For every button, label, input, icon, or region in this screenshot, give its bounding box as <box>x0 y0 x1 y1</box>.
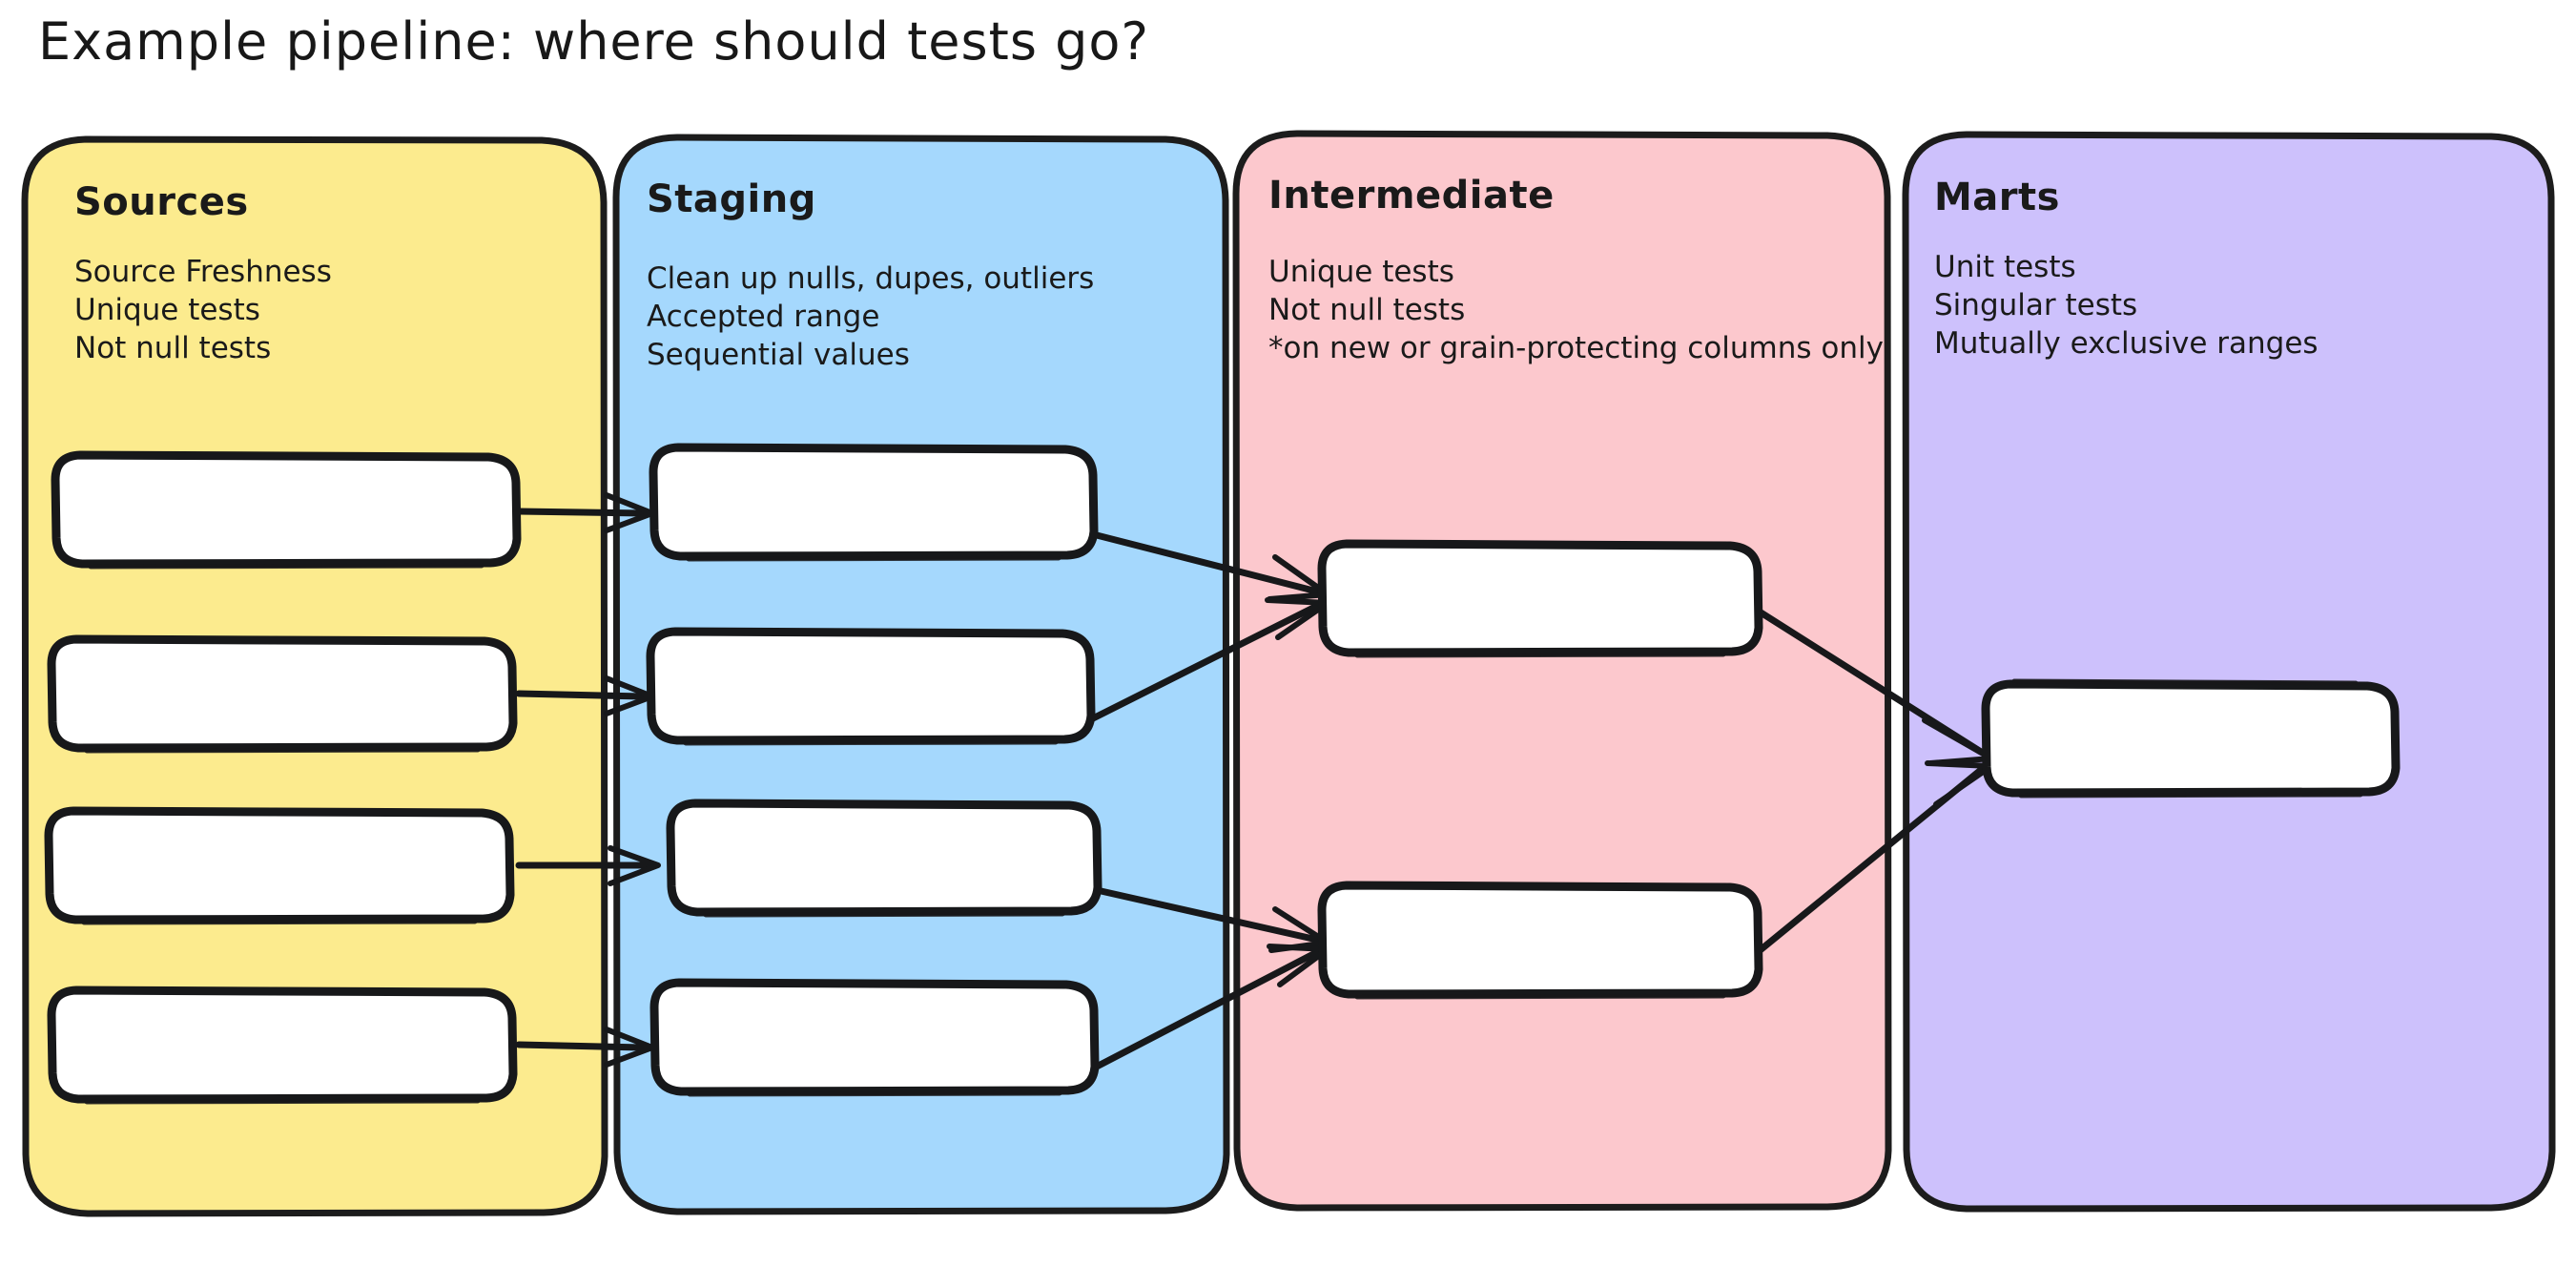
panel-line-staging-2: Sequential values <box>647 338 910 372</box>
panel-line-intermediate-2: *on new or grain-protecting columns only <box>1268 331 1884 365</box>
edge-staging3-intermediate2 <box>1093 886 1321 944</box>
staging-node-4-shadow <box>687 1090 1062 1097</box>
panel-line-intermediate-1: Not null tests <box>1268 293 1465 327</box>
intermediate-node-2-shadow <box>1354 993 1726 1000</box>
panel-marts <box>1902 131 2556 1213</box>
node-group-marts <box>1981 678 2401 799</box>
panel-line-sources-0: Source Freshness <box>74 255 332 289</box>
panel-line-sources-2: Not null tests <box>74 331 271 365</box>
edge-staging4-intermediate2 <box>1089 948 1321 1072</box>
staging-node-2[interactable] <box>646 627 1096 745</box>
node-group-sources <box>44 450 522 1105</box>
marts-node-1[interactable] <box>1981 679 2401 798</box>
intermediate-node-2[interactable] <box>1317 881 1763 999</box>
panel-line-staging-1: Accepted range <box>647 300 879 334</box>
intermediate-node-1-shadow <box>1354 652 1726 658</box>
edge-staging1-intermediate1 <box>1089 530 1321 595</box>
panel-title-staging: Staging <box>647 177 816 221</box>
staging-node-3[interactable] <box>666 799 1103 917</box>
edge-arrowhead <box>608 845 661 886</box>
sources-node-3-shadow <box>81 919 478 925</box>
panel-line-marts-1: Singular tests <box>1934 288 2137 322</box>
node-group-staging <box>646 443 1103 1097</box>
sources-node-4[interactable] <box>47 986 518 1104</box>
staging-node-3-shadow <box>703 911 1065 918</box>
staging-node-2-shadow <box>683 739 1059 746</box>
staging-node-1[interactable] <box>649 443 1099 561</box>
edge-group <box>515 492 1994 1072</box>
marts-node-1-top-shadow <box>2011 678 2359 686</box>
panel-line-intermediate-0: Unique tests <box>1268 255 1454 289</box>
sources-node-2[interactable] <box>47 634 518 753</box>
edge-staging2-intermediate1 <box>1089 602 1321 722</box>
panel-line-marts-0: Unit tests <box>1934 250 2076 284</box>
panel-line-staging-0: Clean up nulls, dupes, outliers <box>647 261 1094 296</box>
sources-node-4-shadow <box>84 1098 481 1105</box>
edge-sources4-staging4 <box>515 1041 647 1051</box>
panel-line-marts-2: Mutually exclusive ranges <box>1934 326 2318 361</box>
marts-node-1-shadow <box>2018 792 2363 799</box>
staging-node-1-shadow <box>686 555 1061 562</box>
node-group-intermediate <box>1317 539 1763 1000</box>
sources-node-1[interactable] <box>51 450 522 569</box>
sources-node-1-shadow <box>88 563 484 570</box>
panel-line-sources-1: Unique tests <box>74 293 260 327</box>
edge-sources1-staging1 <box>515 508 647 517</box>
panel-title-sources: Sources <box>74 180 249 224</box>
panel-title-intermediate: Intermediate <box>1268 174 1555 218</box>
sources-node-3[interactable] <box>44 806 515 924</box>
sources-node-2-shadow <box>84 747 481 754</box>
page-title: Example pipeline: where should tests go? <box>38 11 1149 72</box>
intermediate-node-1[interactable] <box>1317 539 1763 657</box>
panel-title-marts: Marts <box>1934 176 2060 219</box>
staging-node-4[interactable] <box>649 978 1100 1096</box>
edge-sources2-staging2 <box>515 690 647 700</box>
